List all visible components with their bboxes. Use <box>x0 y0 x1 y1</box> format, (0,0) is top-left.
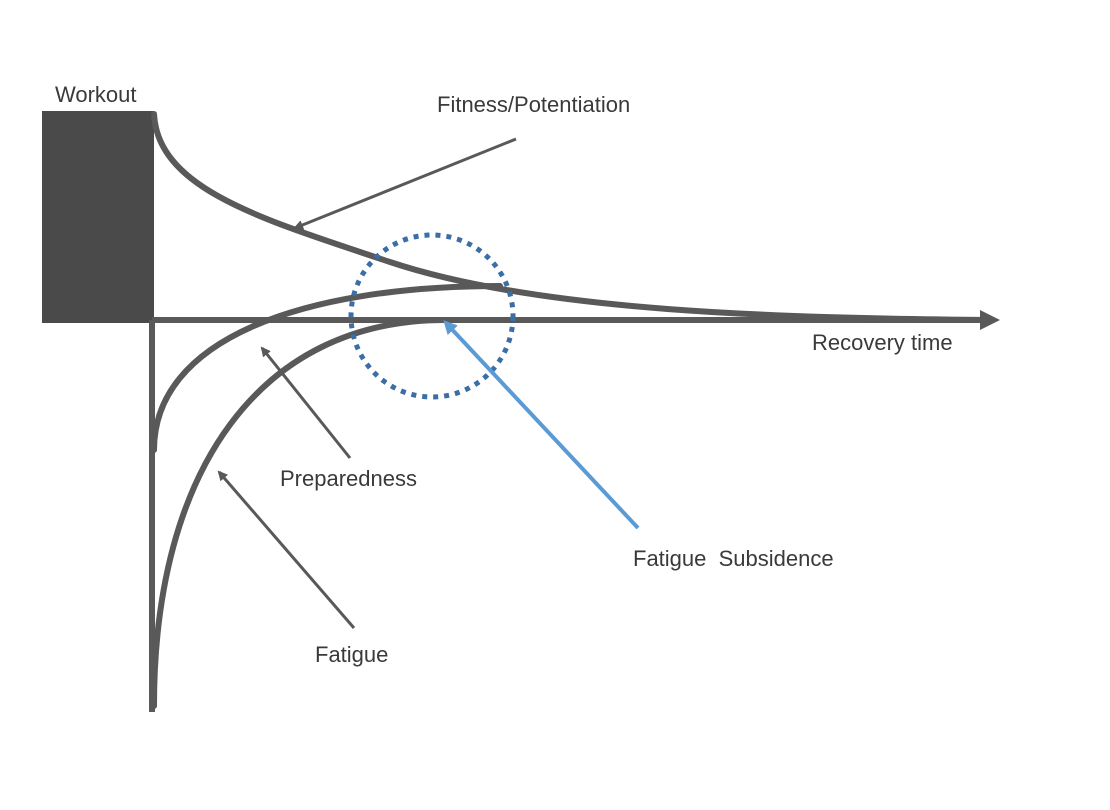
fitness-curve <box>151 111 993 323</box>
recovery-time-label: Recovery time <box>812 330 953 355</box>
fatigue-subsidence-pointer-arrow <box>443 320 640 530</box>
preparedness-pointer-arrow <box>260 346 352 459</box>
fatigue-pointer-arrow <box>217 470 356 629</box>
highlight-circle <box>348 232 516 400</box>
fatigue-label: Fatigue <box>315 642 388 667</box>
fitness-pointer-arrow <box>293 137 517 230</box>
fatigue-subsidence-label: Fatigue Subsidence <box>633 546 834 571</box>
fatigue-curve <box>151 317 448 709</box>
preparedness-curve <box>151 283 503 453</box>
preparedness-label: Preparedness <box>280 466 417 491</box>
workout-label: Workout <box>55 82 137 107</box>
fitness-label: Fitness/Potentiation <box>437 92 630 117</box>
workout-block <box>42 111 154 323</box>
